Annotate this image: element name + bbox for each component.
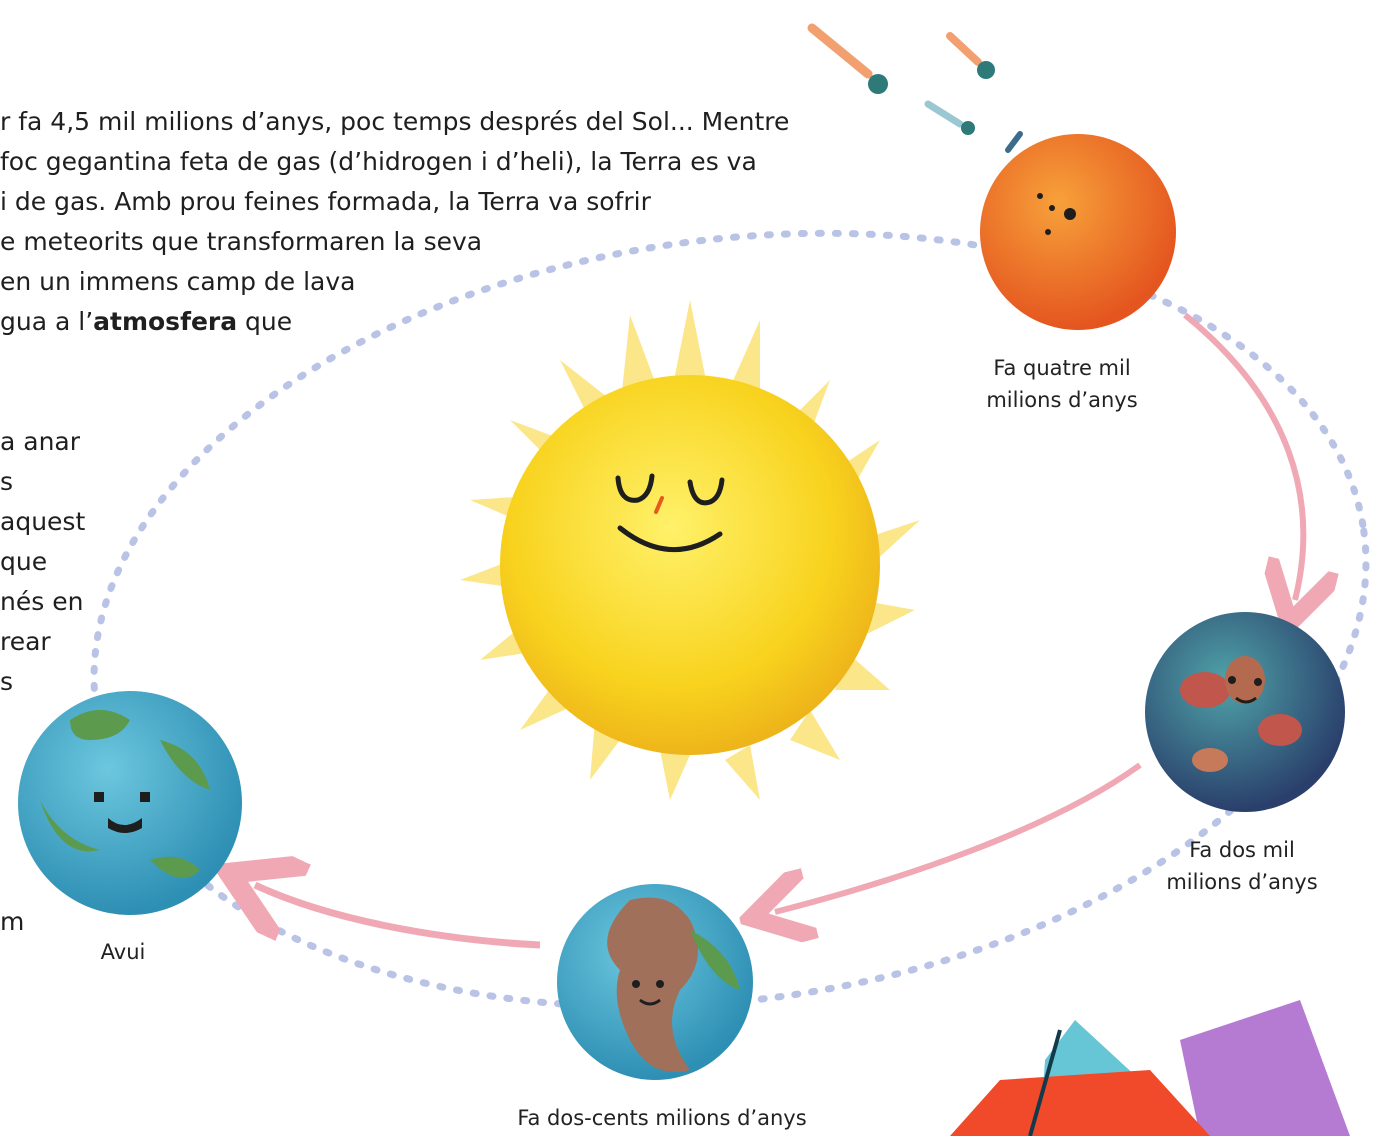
side-text-line: nés en [0,582,83,622]
side-text-line: aquest [0,502,85,542]
arrow-icon [775,765,1140,912]
side-text-line: que [0,542,47,582]
intro-text-line: en un immens camp de lava [0,262,355,302]
planet-icon [980,134,1176,330]
intro-text-line: r fa 4,5 mil milions d’anys, poc temps d… [0,102,789,142]
caption-line: Fa quatre mil [960,352,1164,384]
keyword-atmosfera: atmosfera [93,307,237,336]
intro-text-line: e meteorits que transformaren la seva [0,222,482,262]
decorative-shapes [950,1000,1350,1136]
side-text-line: rear [0,622,51,662]
caption-line: Fa dos mil [1140,834,1344,866]
meteor-icon [950,36,995,79]
arrow-icon [1185,315,1303,600]
caption-two-billion-years: Fa dos mil milions d’anys [1140,834,1344,898]
planet-icon [18,691,242,915]
intro-text-line: i de gas. Amb prou feines formada, la Te… [0,182,651,222]
side-text-line: s [0,662,13,702]
caption-four-billion-years: Fa quatre mil milions d’anys [960,352,1164,416]
meteor-icon [1008,134,1020,150]
side-text-line: a anar [0,422,80,462]
caption-today: Avui [70,936,176,968]
planet-icon [557,884,753,1080]
caption-two-hundred-million-years: Fa dos-cents milions d’anys [490,1102,834,1134]
side-text-line: s [0,462,13,502]
intro-text-segment: gua a l’ [0,307,93,336]
intro-text-segment: que [237,307,292,336]
meteor-icon [928,104,975,135]
intro-text-line: gua a l’atmosfera que [0,302,292,342]
meteor-icon [812,28,888,94]
planet-icon [1145,612,1345,812]
intro-text-line: foc gegantina feta de gas (d’hidrogen i … [0,142,757,182]
caption-line: milions d’anys [1140,866,1344,898]
caption-line: milions d’anys [960,384,1164,416]
sun-character-icon [500,375,880,755]
side-text-line: m [0,902,24,942]
